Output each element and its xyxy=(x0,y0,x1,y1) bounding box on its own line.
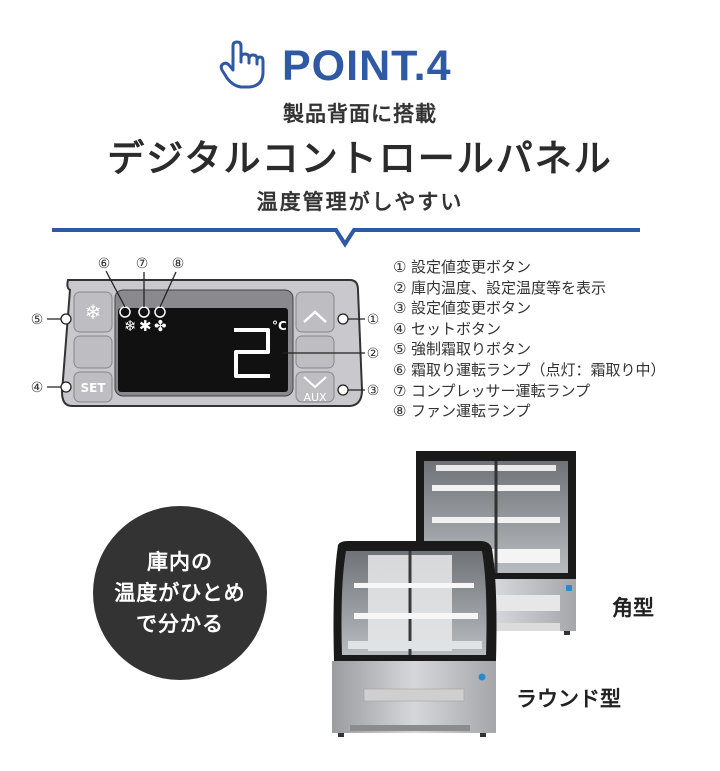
subtitle-top: 製品背面に搭載 xyxy=(283,102,437,126)
lamp-compressor-icon: ✱ xyxy=(139,317,152,335)
subtitle-bottom: 温度管理がしやすい xyxy=(256,190,464,214)
lamp-fan-icon: ✤ xyxy=(154,317,167,335)
set-button[interactable]: SET xyxy=(80,381,106,395)
round-type-label: ラウンド型 xyxy=(516,687,621,711)
callout-2: ② xyxy=(367,346,380,362)
page-title: デジタルコントロールパネル xyxy=(107,137,613,180)
control-panel-diagram: ❄ SET AUX ❄ ✱ ✤ °C ⑥ ⑦ ⑧ ⑤ ④ ① ② xyxy=(31,256,380,407)
point-title: POINT.4 xyxy=(282,42,452,90)
badge-line: で分かる xyxy=(136,611,224,636)
right-buttons xyxy=(295,291,335,403)
square-type-label: 角型 xyxy=(612,596,654,620)
section-divider xyxy=(52,228,640,248)
up-button-arrow-icon[interactable] xyxy=(303,310,327,323)
callout-7: ⑦ xyxy=(136,256,149,272)
callout-3: ③ xyxy=(367,383,380,399)
defrost-button-snowflake-icon[interactable]: ❄ xyxy=(85,300,102,324)
round-showcase-image xyxy=(332,541,497,737)
callout-1: ① xyxy=(367,312,380,328)
pointing-hand-icon xyxy=(219,40,265,89)
point-heading: POINT.4 xyxy=(0,38,720,98)
badge-line: 温度がひとめ xyxy=(114,580,246,605)
callout-lines xyxy=(47,270,365,391)
aux-button[interactable]: AUX xyxy=(303,391,327,404)
temperature-digit xyxy=(234,328,270,378)
feature-badge: 庫内の 温度がひとめ で分かる xyxy=(93,506,267,680)
temperature-unit: °C xyxy=(272,319,287,333)
badge-line: 庫内の xyxy=(147,549,213,574)
callout-6: ⑥ xyxy=(98,256,111,272)
lamp-defrost-icon: ❄ xyxy=(124,317,137,335)
showcase-illustrations xyxy=(332,451,576,737)
down-button-arrow-icon[interactable] xyxy=(303,376,327,389)
callout-8: ⑧ xyxy=(172,256,185,272)
callout-5: ⑤ xyxy=(31,312,44,328)
left-buttons xyxy=(73,291,113,403)
callout-4: ④ xyxy=(31,380,44,396)
